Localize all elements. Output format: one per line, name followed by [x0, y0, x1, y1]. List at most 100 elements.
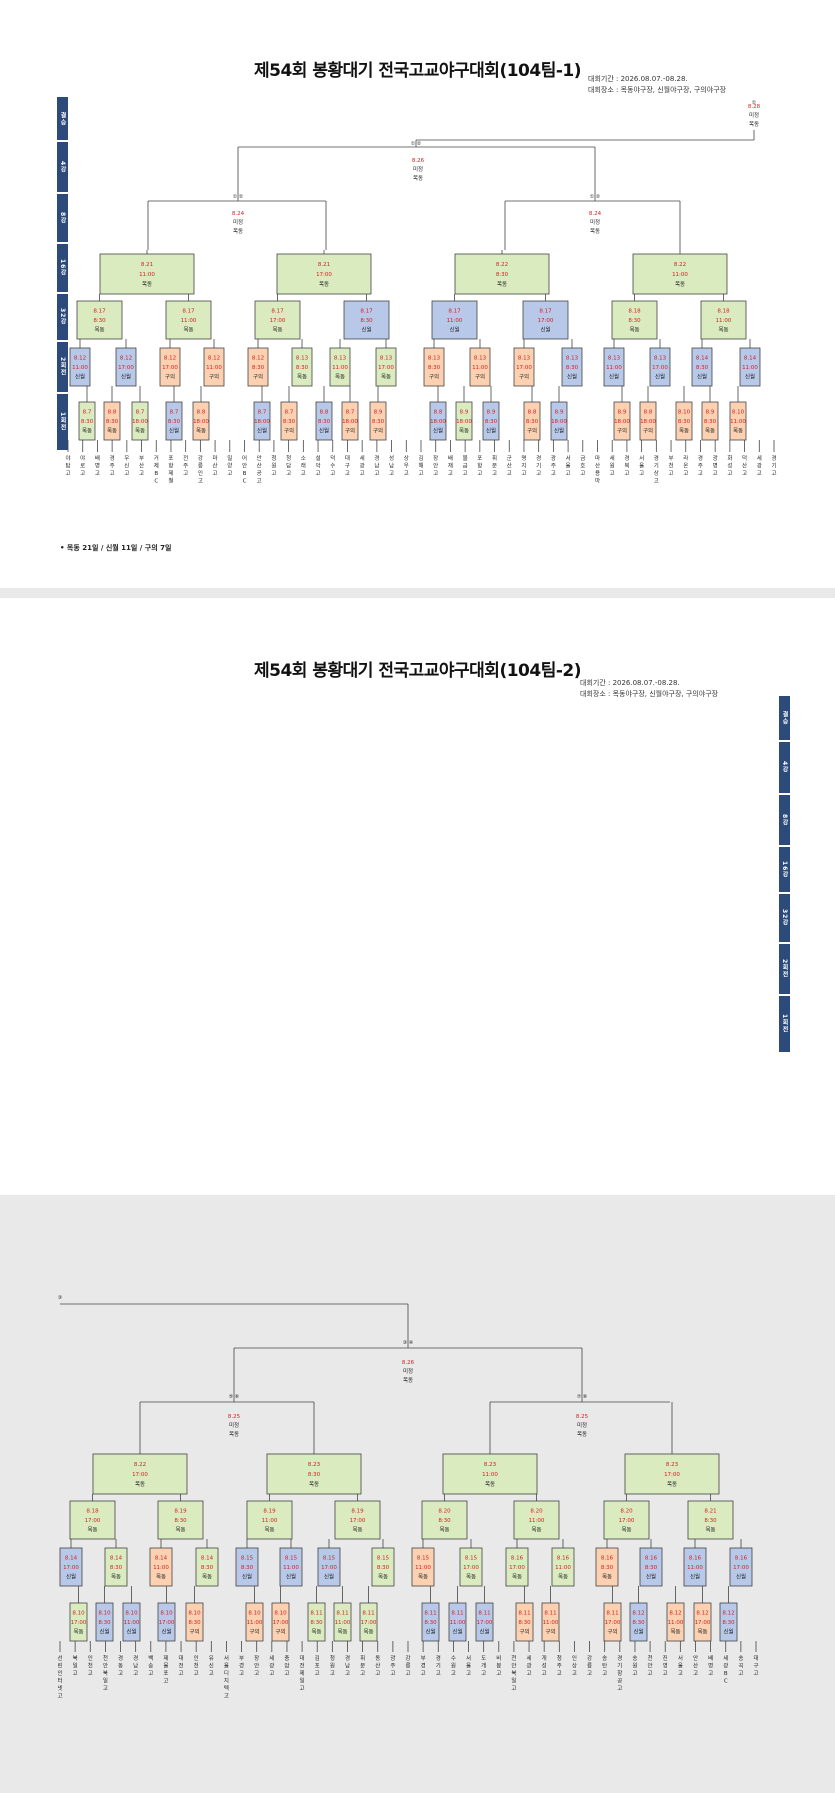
- match-venue: 신월: [486, 427, 496, 435]
- team-name-char: 동: [375, 1655, 380, 1662]
- team-name-char: 고: [148, 1670, 153, 1677]
- match-date: 8.13: [518, 356, 531, 362]
- match-venue: 목동: [264, 1527, 274, 1534]
- round-label: 1회전: [57, 394, 68, 450]
- round-label: 2회전: [57, 342, 68, 392]
- match-date: 8.23: [666, 1462, 679, 1468]
- match-venue: 목동: [94, 327, 104, 334]
- match-marker: ⑤ ⑥: [229, 1394, 240, 1400]
- match-venue: 목동: [512, 1574, 522, 1581]
- match-time: 17:00: [664, 1472, 680, 1478]
- team-name-char: 명: [708, 1663, 713, 1670]
- team-name-char: 천: [103, 1654, 108, 1662]
- team-name-char: 전: [300, 1662, 305, 1670]
- team-name-char: 린: [57, 1663, 62, 1670]
- match-date: 8.9: [555, 410, 564, 416]
- match-time: 11:00: [262, 1518, 278, 1524]
- match-venue: 목동: [135, 1481, 145, 1488]
- match-date: 8.17: [271, 309, 284, 315]
- team-name-char: 고: [632, 1670, 637, 1677]
- match-time: 11:00: [543, 1620, 559, 1626]
- match-date: 8.19: [263, 1509, 276, 1515]
- team-name-char: 덕: [330, 455, 335, 462]
- match-venue: 목동: [73, 1629, 83, 1636]
- match-date: 8.8: [108, 410, 117, 416]
- match-venue: 신월: [697, 373, 707, 381]
- team-name-char: 고: [639, 470, 644, 477]
- team-name-char: 천: [88, 1662, 93, 1670]
- team-name-char: 고: [418, 470, 423, 477]
- team-name-char: 고: [421, 1670, 426, 1677]
- team-name-char: 고: [693, 1670, 698, 1677]
- match-venue: 구의: [345, 428, 355, 435]
- r32-box: [611, 300, 658, 340]
- match-venue: 목동: [311, 1629, 321, 1636]
- r32-box: [343, 300, 390, 340]
- team-name-char: 광: [757, 463, 762, 470]
- team-name-char: 텍: [224, 1685, 229, 1692]
- team-name-char: 화: [727, 455, 732, 462]
- team-name-char: 세: [360, 454, 365, 462]
- team-name-char: 세: [610, 454, 615, 462]
- team-name-char: 상: [404, 454, 409, 462]
- team-name-char: 마: [213, 454, 218, 462]
- team-name-char: 고: [602, 1670, 607, 1677]
- team-name-char: 고: [527, 1670, 532, 1677]
- match-date: 8.10: [248, 1611, 261, 1617]
- team-name-char: 고: [315, 1670, 320, 1677]
- team-name-char: 천: [648, 1654, 653, 1662]
- team-name-char: 밀: [227, 454, 232, 462]
- team-name-char: 마: [595, 477, 600, 485]
- match-time: 17:00: [85, 1518, 101, 1524]
- match-venue: 신월: [121, 373, 131, 381]
- team-name-char: 고: [73, 1670, 78, 1677]
- match-time: 8:30: [296, 365, 309, 371]
- match-time: 8:30: [241, 1565, 254, 1571]
- match-venue: 구의: [527, 428, 537, 435]
- team-name-char: 고: [118, 1670, 123, 1677]
- match-venue: 구의: [519, 374, 529, 381]
- team-name-char: 천: [511, 1654, 516, 1662]
- match-date: 8.13: [296, 356, 309, 362]
- match-date: 8.10: [125, 1611, 138, 1617]
- r32-box: [165, 300, 212, 340]
- team-name-char: 디: [224, 1669, 229, 1677]
- team-name-char: 신: [209, 1662, 214, 1670]
- match-venue: 구의: [284, 428, 294, 435]
- team-name-char: 경: [436, 1655, 441, 1662]
- team-name-char: 포: [163, 1670, 168, 1677]
- match-marker: ③: [58, 1295, 62, 1301]
- team-name-char: 고: [477, 470, 482, 477]
- team-name-char: 금: [463, 463, 468, 470]
- match-date: 8.15: [285, 1556, 298, 1562]
- team-name-char: 고: [436, 1670, 441, 1677]
- team-name-char: 라: [683, 454, 688, 462]
- team-name-char: 호: [580, 463, 585, 470]
- match-time: 17:00: [605, 1620, 621, 1626]
- team-name-char: 동: [118, 1663, 123, 1670]
- team-name-char: 제: [168, 469, 173, 477]
- team-name-char: 원: [330, 1662, 335, 1670]
- team-name-char: 기: [654, 462, 659, 470]
- match-venue: 목동: [590, 228, 600, 235]
- team-name-char: 고: [448, 470, 453, 477]
- match-time: 8:30: [566, 365, 579, 371]
- match-venue: 신월: [567, 373, 577, 381]
- team-name-char: 광: [390, 1655, 395, 1662]
- match-time: 18:00: [254, 419, 270, 425]
- team-name-char: 대: [179, 1654, 184, 1662]
- team-name-char: 고: [698, 470, 703, 477]
- match-venue: 목동: [403, 1377, 413, 1384]
- team-name-char: 인: [88, 1655, 93, 1662]
- match-time: 8:30: [678, 419, 691, 425]
- match-time: 8:30: [283, 419, 296, 425]
- team-name-char: 산: [693, 1662, 698, 1670]
- team-name-char: 재: [448, 462, 453, 470]
- match-date: 8.18: [717, 309, 730, 315]
- match-time: 17:00: [516, 365, 532, 371]
- match-date: 8.17: [448, 309, 461, 315]
- team-name-char: 고: [542, 1670, 547, 1677]
- match-venue: 구의: [519, 1629, 529, 1636]
- team-name-char: 암: [284, 1662, 289, 1670]
- match-venue: 목동: [577, 1431, 587, 1438]
